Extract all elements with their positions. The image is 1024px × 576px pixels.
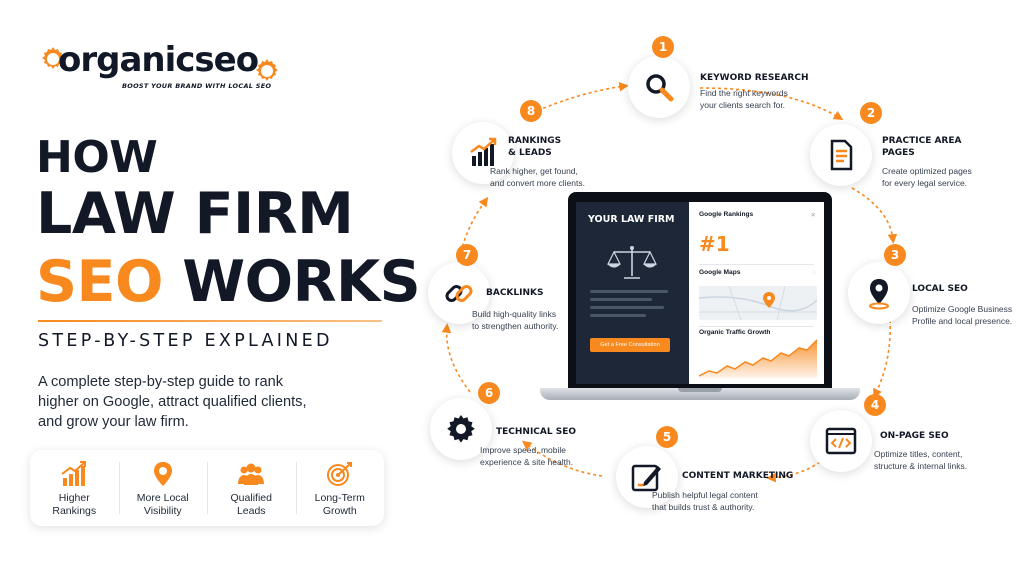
laptop-display: YOUR LAW FIRM Get a Free Consultation Go…: [576, 202, 824, 384]
laptop-notch: [678, 388, 722, 392]
code-icon: [825, 427, 857, 455]
step-6-icon-circle: [430, 398, 492, 460]
gear-icon: [256, 59, 278, 81]
pen-icon: [631, 464, 661, 492]
logo-name-accent: seo: [194, 40, 259, 80]
text-placeholder-line: [590, 306, 664, 309]
logo-tagline: BOOST YOUR BRAND WITH LOCAL SEO: [122, 82, 272, 90]
step-4-desc: Optimize titles, content, structure & in…: [874, 449, 968, 471]
step-7-title: BACKLINKS: [486, 288, 544, 298]
step-5-icon-circle: [616, 446, 678, 508]
headline-description: A complete step-by-step guide to rank hi…: [38, 374, 307, 431]
step-8-number: 8: [520, 100, 542, 122]
link-icon: [445, 285, 473, 302]
step-7-number: 7: [456, 244, 478, 266]
step-2-icon-circle: [810, 124, 872, 186]
step-1-desc: Find the right keywords your clients sea…: [700, 88, 788, 110]
seo-dashboard-panel: Google Rankings ✕ #1 Google Maps ◌ Organ…: [689, 202, 824, 384]
people-icon: [238, 463, 265, 485]
step-6-desc: Improve speed, mobile experience & site …: [480, 445, 574, 467]
location-pin-icon: [153, 462, 172, 486]
gear-icon: [42, 47, 64, 69]
divider: [699, 326, 814, 327]
step-6-number: 6: [478, 382, 500, 404]
step-5-desc: Publish helpful legal content that build…: [652, 490, 758, 512]
rank-value: #1: [699, 232, 730, 256]
traffic-label: Organic Traffic Growth: [699, 329, 771, 336]
benefit-label: Qualified Leads: [230, 492, 272, 517]
step-7-icon-circle: [428, 262, 490, 324]
maps-label: Google Maps: [699, 269, 741, 276]
headline-divider: [38, 320, 382, 322]
headline-accent: SEO: [36, 249, 163, 315]
step-5-title: CONTENT MARKETING: [682, 471, 794, 481]
step-8-desc: Rank higher, get found, and convert more…: [490, 166, 585, 188]
laptop-base: [540, 388, 860, 400]
map-preview: [699, 286, 817, 320]
website-hero-panel: YOUR LAW FIRM Get a Free Consultation: [576, 202, 689, 384]
headline-rest: WORKS: [162, 249, 421, 315]
headline-line-1: HOW: [36, 132, 158, 183]
headline-subtitle: STEP-BY-STEP EXPLAINED: [38, 331, 333, 351]
consultation-button[interactable]: Get a Free Consultation: [590, 338, 670, 352]
step-4-title: ON-PAGE SEO: [880, 431, 949, 441]
benefit-label: Higher Rankings: [52, 492, 97, 517]
logo-wordmark: organicseo: [58, 40, 259, 80]
step-1-title: KEYWORD RESEARCH: [700, 73, 809, 83]
traffic-growth-chart: [699, 339, 818, 378]
step-4-icon-circle: [810, 410, 872, 472]
text-placeholder-line: [590, 290, 668, 293]
scales-of-justice-icon: [607, 246, 657, 279]
step-2-number: 2: [860, 102, 882, 124]
benefit-item: Long-Term Growth: [295, 450, 385, 526]
headline-line-2: LAW FIRM: [36, 181, 354, 247]
text-placeholder-line: [590, 298, 652, 301]
step-4-number: 4: [864, 394, 886, 416]
map-pin-icon: [869, 279, 889, 310]
logo-name-main: organic: [58, 40, 195, 80]
step-2-desc: Create optimized pages for every legal s…: [882, 166, 972, 188]
step-8-icon-circle: [452, 122, 514, 184]
divider: [699, 264, 814, 265]
website-brand: YOUR LAW FIRM: [588, 214, 675, 225]
document-icon: [830, 139, 853, 171]
growth-chart-icon: [470, 137, 497, 166]
step-6-title: TECHNICAL SEO: [496, 427, 577, 437]
step-3-desc: Optimize Google Business Profile and loc…: [912, 304, 1013, 326]
step-3-title: LOCAL SEO: [912, 284, 968, 294]
step-2-title: PRACTICE AREA PAGES: [882, 136, 962, 158]
benefit-item: Qualified Leads: [207, 450, 296, 526]
map-roads: [699, 286, 817, 320]
laptop-screen: YOUR LAW FIRM Get a Free Consultation Go…: [568, 192, 832, 392]
step-3-icon-circle: [848, 262, 910, 324]
step-8-title: RANKINGS & LEADS: [508, 136, 562, 158]
benefit-label: More Local Visibility: [136, 492, 189, 517]
gear-icon: [447, 415, 475, 443]
benefit-item: More Local Visibility: [118, 450, 208, 526]
text-placeholder-line: [590, 314, 646, 317]
rankings-label: Google Rankings: [699, 211, 754, 218]
maps-menu-icon[interactable]: ◌: [812, 269, 816, 276]
step-1-number: 1: [652, 36, 674, 58]
close-icon[interactable]: ✕: [810, 212, 816, 219]
benefits-bar: Higher Rankings More Local Visibility Qu…: [30, 450, 384, 526]
step-5-number: 5: [656, 426, 678, 448]
benefit-label: Long-Term Growth: [314, 492, 365, 517]
magnifier-icon: [646, 74, 674, 102]
step-3-number: 3: [884, 244, 906, 266]
benefit-item: Higher Rankings: [30, 450, 119, 526]
brand-logo: organicseo BOOST YOUR BRAND WITH LOCAL S…: [38, 40, 278, 100]
step-7-desc: Build high-quality links to strengthen a…: [472, 309, 559, 331]
headline-line-3: SEO WORKS: [36, 254, 421, 311]
target-icon: [326, 462, 352, 486]
step-1-icon-circle: [628, 56, 690, 118]
bar-chart-growth-icon: [61, 461, 87, 486]
